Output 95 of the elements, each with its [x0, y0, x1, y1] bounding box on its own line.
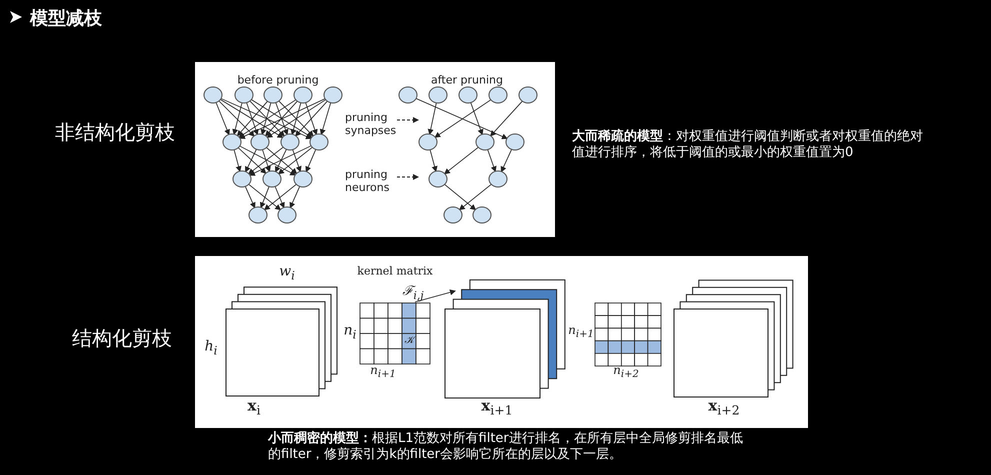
arrow	[239, 146, 296, 176]
arrow	[290, 186, 300, 208]
arrow	[274, 186, 285, 208]
arrow	[220, 99, 284, 138]
math-label: n$_{i+1}$	[568, 322, 594, 342]
figure-label: after pruning	[431, 73, 503, 87]
arrow	[292, 149, 302, 172]
section-heading: 非结构化剪枝	[55, 120, 175, 144]
arrow	[434, 99, 492, 138]
arrow	[458, 184, 492, 210]
arrow	[234, 149, 242, 172]
neuron-circle	[310, 134, 328, 150]
arrow	[248, 184, 282, 210]
arrow	[232, 102, 242, 136]
annotation-text: pruning synapses	[345, 111, 397, 138]
description-text: 小而稠密的模型：根据L1范数对所有filter进行排名，在所有层中全局修剪排名最低的filter，修剪索引为k的filter会影响它所在的层以及下一层。	[268, 431, 744, 462]
neuron-circle	[294, 170, 312, 188]
arrow	[444, 146, 479, 174]
arrow	[238, 99, 296, 138]
arrow	[305, 102, 318, 136]
arrow	[244, 186, 256, 208]
neuron-circle	[418, 134, 438, 150]
arrow	[220, 98, 312, 140]
neuron-circle	[458, 86, 478, 104]
math-label: w$_{i}$	[279, 264, 295, 282]
arrow	[416, 98, 508, 140]
arrow	[249, 145, 312, 176]
neuron-circle	[518, 86, 538, 104]
figure-label: before pruning	[237, 73, 319, 87]
arrow	[266, 147, 298, 174]
neuron-circle	[278, 206, 296, 224]
neuron-circle	[428, 86, 448, 104]
neuron-circle	[428, 170, 448, 188]
neuron-circle	[250, 134, 270, 150]
neuron-circle	[294, 86, 312, 104]
neuron-circle	[472, 206, 492, 224]
section-heading: 结构化剪枝	[72, 326, 172, 350]
arrow	[250, 99, 312, 138]
arrow	[290, 102, 302, 136]
arrow	[295, 100, 328, 137]
neuron-circle	[324, 86, 342, 104]
arrow	[265, 100, 298, 137]
arrow	[260, 186, 270, 208]
neuron-circle	[476, 134, 494, 150]
neuron-circle	[488, 170, 508, 188]
neuron-circle	[248, 206, 268, 224]
arrow	[245, 148, 257, 173]
arrow	[470, 102, 484, 136]
neuron-circle	[204, 86, 222, 104]
arrow	[490, 100, 523, 137]
arrow	[216, 102, 230, 136]
neuron-circle	[262, 170, 282, 188]
arrow	[275, 148, 287, 173]
neuron-circle	[398, 86, 418, 104]
math-label: x$_{i+1}$	[481, 396, 513, 418]
arrow	[487, 149, 496, 172]
slide-title: 模型减枝	[30, 7, 102, 30]
arrow	[246, 102, 259, 136]
arrow	[275, 102, 288, 136]
neuron-circle	[280, 134, 300, 150]
math-label: ℱ$_{i,j}$	[402, 284, 424, 302]
arrow	[428, 102, 437, 136]
arrow	[239, 98, 326, 139]
arrow	[248, 146, 284, 174]
neuron-circle	[264, 86, 282, 104]
figure-label: kernel matrix	[357, 264, 433, 278]
arrow	[430, 149, 438, 172]
math-label: n$_{i+1}$	[370, 362, 396, 382]
math-label: n$_{i}$	[344, 322, 356, 342]
neuron-circle	[488, 86, 508, 104]
arrow	[500, 149, 512, 172]
arrow	[236, 100, 268, 136]
arrow	[262, 149, 271, 172]
neuron-circle	[444, 206, 462, 224]
arrow	[250, 100, 285, 137]
annotation-text: pruning neurons	[345, 168, 390, 194]
arrow	[444, 184, 476, 210]
arrow	[218, 100, 255, 137]
math-label: x$_{i+2}$	[708, 396, 740, 418]
arrow	[266, 99, 326, 138]
arrow	[264, 184, 297, 210]
arrow	[305, 149, 316, 172]
neuron-circle	[234, 86, 254, 104]
neuron-circle	[232, 170, 252, 188]
math-label: h$_{i}$	[204, 338, 218, 358]
arrow	[278, 146, 313, 174]
math-label: x$_{i}$	[248, 396, 260, 418]
neuron-circle	[506, 134, 524, 150]
arrow	[320, 102, 332, 136]
arrow	[238, 147, 266, 174]
neuron-circle	[222, 134, 242, 150]
math-label: n$_{i+2}$	[613, 362, 639, 382]
description-text: 大而稀疏的模型：对权重值进行阈值判断或者对权重值的绝对值进行排序，将低于阈值的或最小的权重值置为0	[572, 129, 924, 160]
arrow	[278, 100, 314, 137]
arrow	[260, 102, 272, 136]
